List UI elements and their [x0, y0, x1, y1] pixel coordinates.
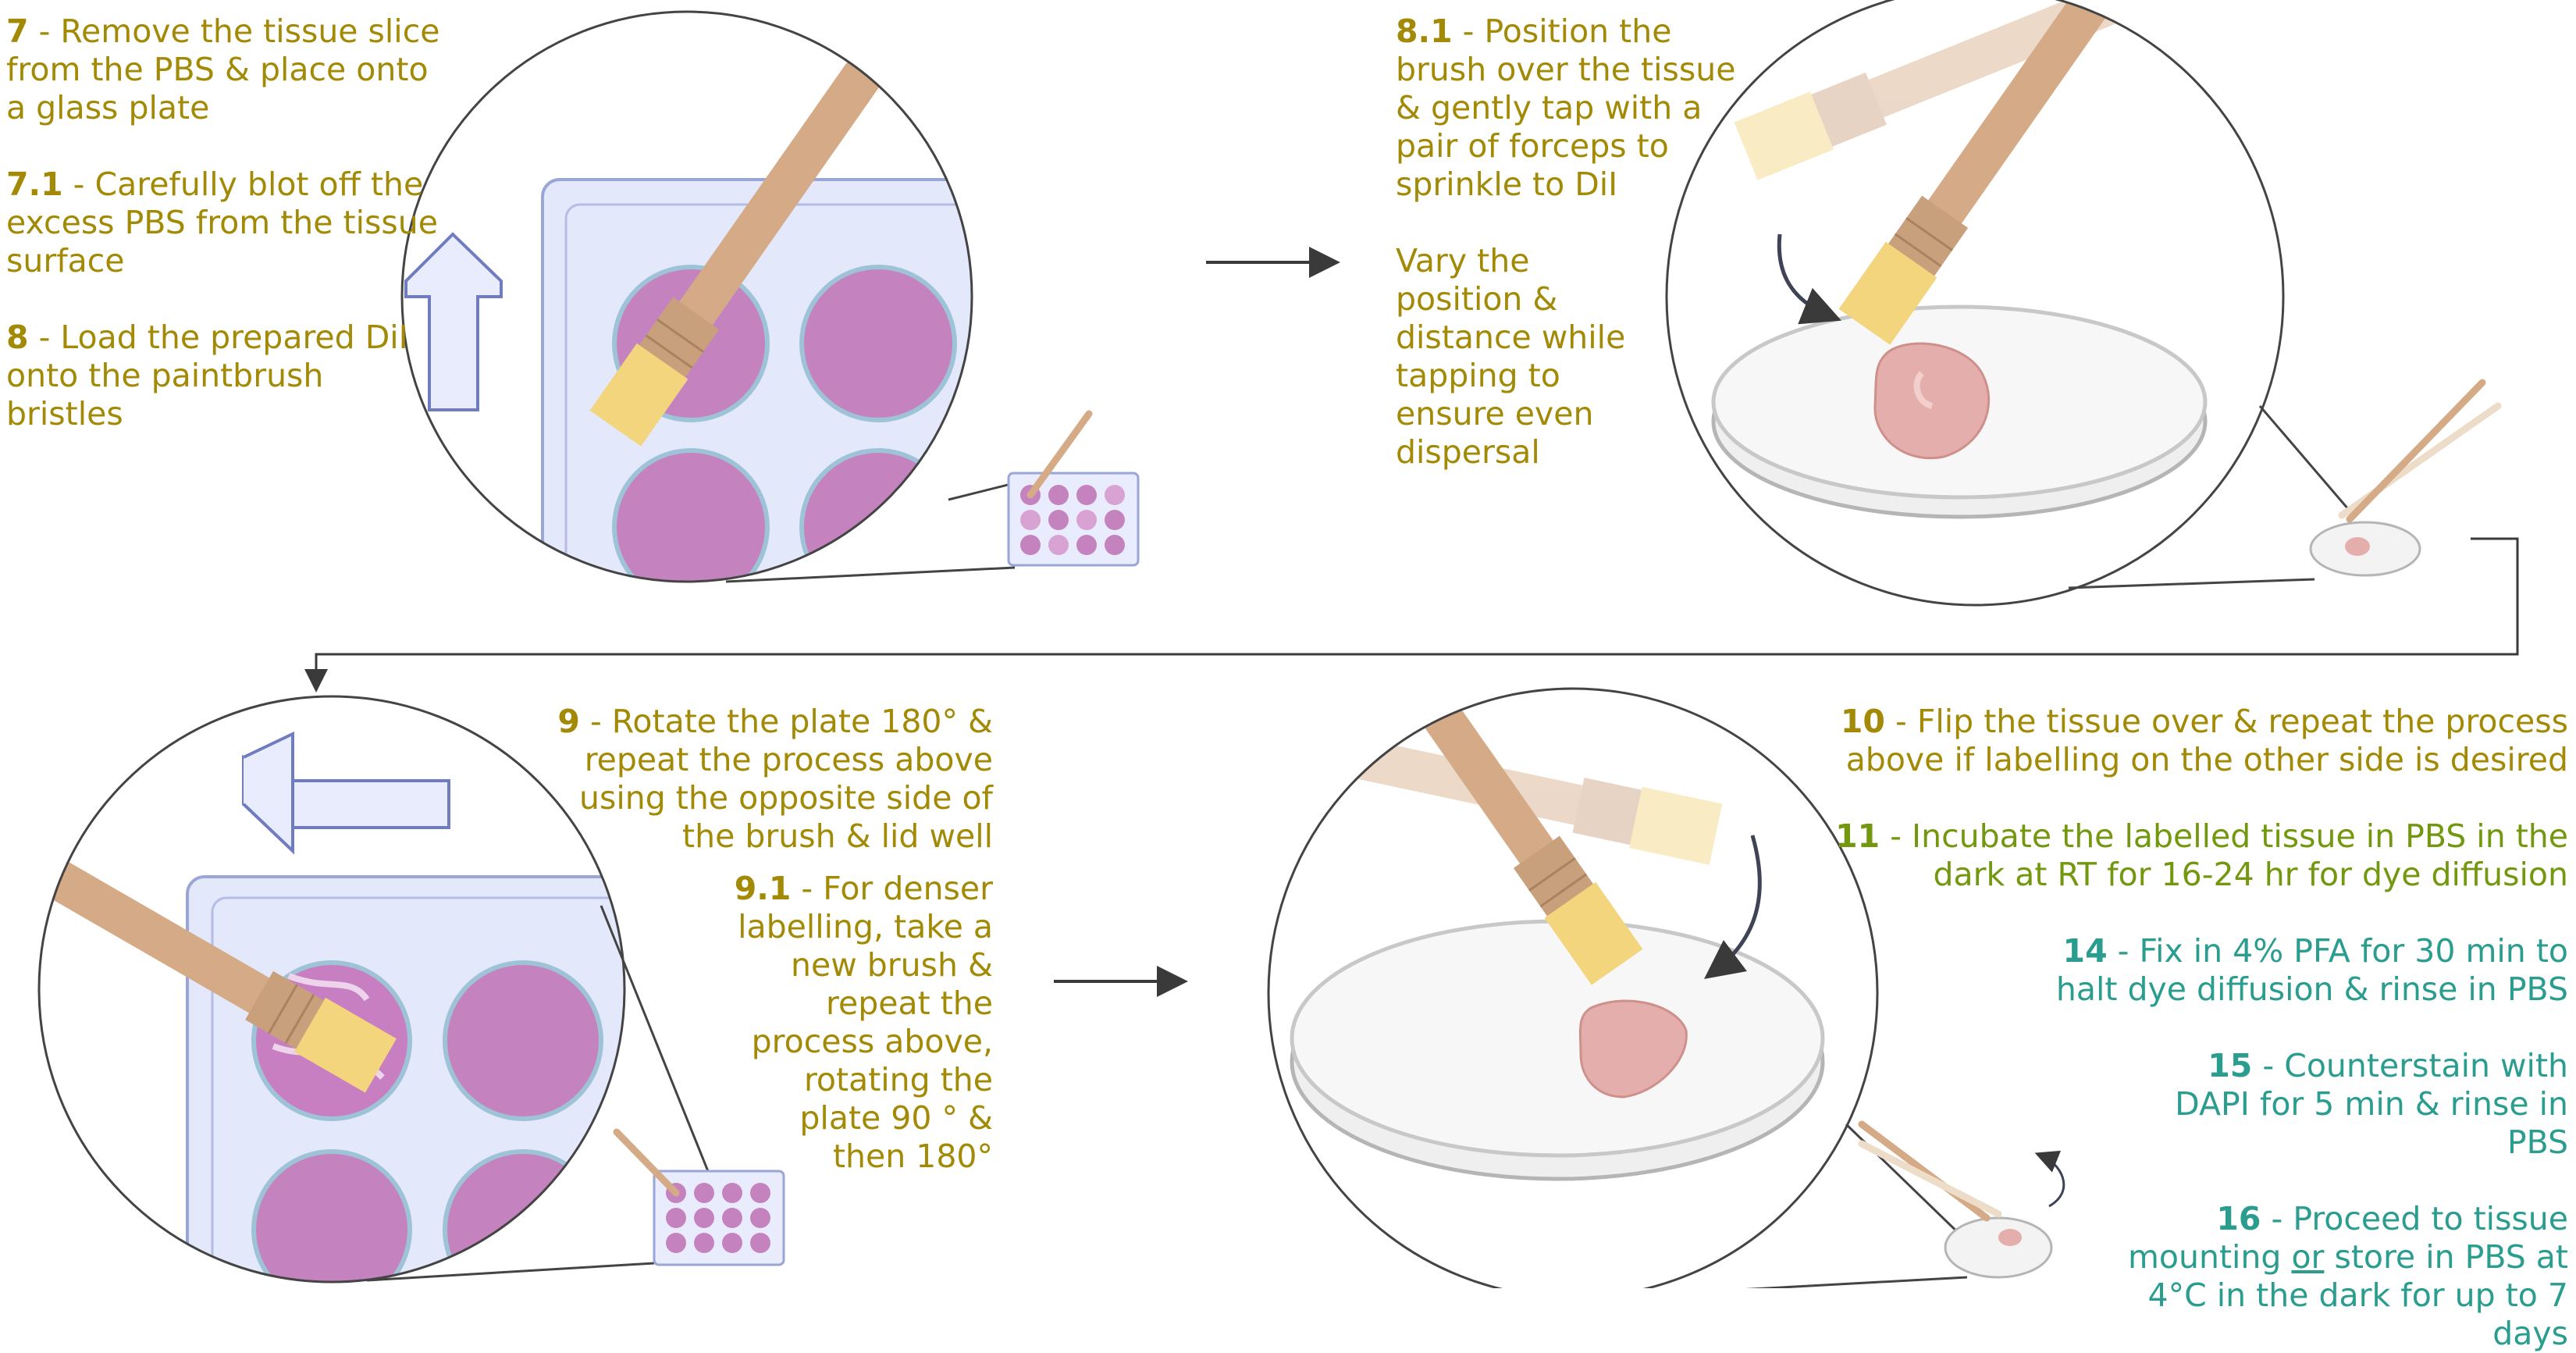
step-8-1: 8.1 - Position the brush over the tissue… [1396, 12, 1736, 203]
panel2-steps: 8.1 - Position the brush over the tissue… [1396, 12, 1763, 472]
panel1-magnified-plate [400, 10, 1140, 583]
step-16: 16 - Proceed to tissue mounting or store… [2127, 1200, 2568, 1352]
step-9-1: 9.1 - For denser labelling, take a new b… [734, 870, 993, 1175]
well-plate-icon [1007, 410, 1140, 567]
well [251, 1149, 412, 1282]
tissue-slice-icon [1578, 999, 1688, 1098]
left-arrow-icon [242, 731, 450, 855]
paintbrush-icon [39, 831, 397, 1093]
panel2-magnified-dish [1665, 0, 2502, 607]
step-9: 9 - Rotate the plate 180° & repeat the p… [557, 703, 993, 855]
panel3-magnified-plate [37, 695, 785, 1284]
panel4-magnified-dish [1267, 687, 2065, 1288]
step-11: 11 - Incubate the labelled tissue in PBS… [1835, 817, 2568, 893]
panel4-steps: 10 - Flip the tissue over & repeat the p… [1733, 703, 2568, 1353]
vary-note: Vary the position & distance while tappi… [1396, 242, 1626, 471]
step-15: 15 - Counterstain with DAPI for 5 min & … [2175, 1047, 2568, 1161]
well [799, 448, 957, 582]
well [443, 960, 603, 1121]
panel3-steps: 9 - Rotate the plate 180° & repeat the p… [531, 703, 993, 1176]
flow-arrow-icon [304, 537, 2519, 693]
paintbrush-icon [589, 58, 881, 447]
up-arrow-icon [404, 232, 503, 411]
petri-dish-icon [2309, 379, 2502, 577]
tissue-slice-icon [1873, 342, 1991, 460]
step-7: 7 - Remove the tissue slice from the PBS… [6, 12, 440, 126]
step-7-1: 7.1 - Carefully blot off the excess PBS … [6, 166, 438, 280]
petri-dish-icon [1858, 1120, 2053, 1279]
well [612, 448, 770, 582]
panel1-steps: 7 - Remove the tissue slice from the PBS… [6, 12, 443, 433]
step-14: 14 - Fix in 4% PFA for 30 min to halt dy… [2055, 932, 2568, 1008]
step-10: 10 - Flip the tissue over & repeat the p… [1840, 703, 2568, 778]
step-8: 8 - Load the prepared DiI onto the paint… [6, 319, 408, 433]
well [799, 265, 957, 422]
protocol-illustration [37, 0, 2519, 1288]
well-plate-icon [613, 1128, 785, 1266]
